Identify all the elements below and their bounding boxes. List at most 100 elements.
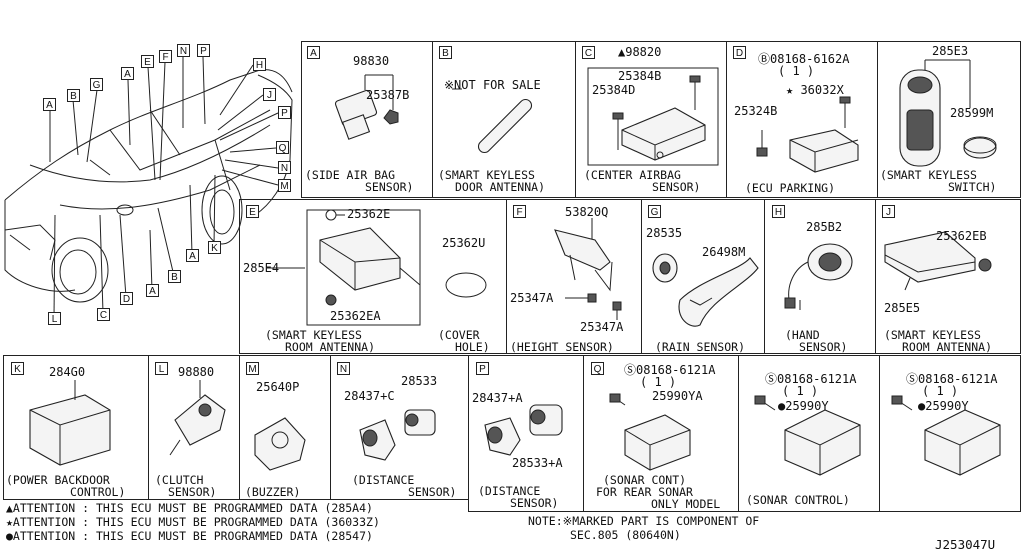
panel-b-caption-1: (SMART KEYLESS bbox=[438, 168, 535, 182]
car-callout-n[interactable]: N bbox=[177, 44, 190, 57]
panel-a-caption-1: (SIDE AIR BAG bbox=[305, 168, 396, 182]
part-285b2: 285B2 bbox=[806, 220, 843, 234]
part-25362u: 25362U bbox=[442, 236, 486, 250]
part-qty-s1: ( 1 ) bbox=[782, 384, 819, 398]
panel-g-caption: (RAIN SENSOR) bbox=[655, 340, 746, 354]
panel-p-caption-1: (DISTANCE bbox=[478, 484, 541, 498]
car-callout-k[interactable]: K bbox=[208, 241, 221, 254]
part-25384d: 25384D bbox=[592, 83, 636, 97]
panel-q-label[interactable]: Q bbox=[591, 362, 604, 375]
car-callout-b[interactable]: B bbox=[67, 89, 80, 102]
car-callout-a[interactable]: A bbox=[186, 249, 199, 262]
attention-line-3: ●ATTENTION : THIS ECU MUST BE PROGRAMMED… bbox=[6, 529, 373, 543]
car-callout-c[interactable]: C bbox=[97, 308, 110, 321]
key-caption-1: (SMART KEYLESS bbox=[880, 168, 977, 182]
part-25384b: 25384B bbox=[618, 69, 662, 83]
panel-d-caption-1: (ECU PARKING) bbox=[745, 181, 836, 195]
part-28437a: 28437+A bbox=[472, 391, 523, 405]
panel-e-label[interactable]: E bbox=[246, 205, 259, 218]
part-285e4: 285E4 bbox=[243, 261, 280, 275]
car-callout-f[interactable]: F bbox=[159, 50, 172, 63]
part-25347a-2: 25347A bbox=[580, 320, 624, 334]
car-callout-p[interactable]: P bbox=[278, 106, 291, 119]
panel-b-caption-2: DOOR ANTENNA) bbox=[455, 180, 546, 194]
note-line-2: SEC.805 (80640N) bbox=[570, 528, 681, 542]
part-08168-6121a-q: Ⓢ08168-6121A bbox=[624, 363, 716, 377]
key-caption-2: SWITCH) bbox=[948, 180, 997, 194]
panel-g-label[interactable]: G bbox=[648, 205, 661, 218]
panel-key-box bbox=[877, 41, 1021, 198]
car-callout-g[interactable]: G bbox=[90, 78, 103, 91]
attention-line-1: ▲ATTENTION : THIS ECU MUST BE PROGRAMMED… bbox=[6, 501, 373, 515]
car-callout-p[interactable]: P bbox=[197, 44, 210, 57]
car-callout-j[interactable]: J bbox=[263, 88, 276, 101]
part-285e3: 285E3 bbox=[932, 44, 969, 58]
panel-c-caption-1: (CENTER AIRBAG bbox=[584, 168, 681, 182]
panel-h-caption-1: (HAND bbox=[785, 328, 820, 342]
car-callout-b[interactable]: B bbox=[168, 270, 181, 283]
panel-f-caption: (HEIGHT SENSOR) bbox=[510, 340, 614, 354]
panel-m-label[interactable]: M bbox=[246, 362, 259, 375]
note-line-1: NOTE:※MARKED PART IS COMPONENT OF bbox=[528, 514, 760, 528]
part-98880: 98880 bbox=[178, 365, 215, 379]
panel-m-caption: (BUZZER) bbox=[245, 485, 301, 499]
part-26498m: 26498M bbox=[702, 245, 746, 259]
panel-h-label[interactable]: H bbox=[772, 205, 785, 218]
panel-q-caption-3: ONLY MODEL bbox=[651, 497, 721, 511]
part-28535: 28535 bbox=[646, 226, 683, 240]
car-callout-a[interactable]: A bbox=[121, 67, 134, 80]
panel-e-caption-2: ROOM ANTENNA) bbox=[285, 340, 376, 354]
part-25990ya: 25990YA bbox=[652, 389, 703, 403]
panel-p-label[interactable]: P bbox=[476, 362, 489, 375]
part-qty-d: ( 1 ) bbox=[778, 64, 815, 78]
panel-b-label[interactable]: B bbox=[439, 46, 452, 59]
part-25347a-1: 25347A bbox=[510, 291, 554, 305]
panel-k-caption-1: (POWER BACKDOOR bbox=[6, 473, 110, 487]
car-callout-n[interactable]: N bbox=[278, 161, 291, 174]
panel-s2-box bbox=[879, 355, 1021, 512]
panel-k-caption-2: CONTROL) bbox=[70, 485, 126, 499]
panel-c-caption-2: SENSOR) bbox=[652, 180, 701, 194]
car-callout-e[interactable]: E bbox=[141, 55, 154, 68]
panel-c-label[interactable]: C bbox=[582, 46, 595, 59]
part-28533: 28533 bbox=[401, 374, 438, 388]
panel-k-label[interactable]: K bbox=[11, 362, 24, 375]
car-callout-q[interactable]: Q bbox=[276, 141, 289, 154]
panel-e-caption-1: (SMART KEYLESS bbox=[265, 328, 362, 342]
panel-l-caption-1: (CLUTCH bbox=[155, 473, 204, 487]
panel-n-label[interactable]: N bbox=[337, 362, 350, 375]
car-callout-d[interactable]: D bbox=[120, 292, 133, 305]
panel-j-box bbox=[875, 199, 1021, 354]
not-for-sale-note: ※NOT FOR SALE bbox=[444, 78, 541, 92]
part-28437c: 28437+C bbox=[344, 389, 395, 403]
part-qty-q: ( 1 ) bbox=[640, 375, 677, 389]
panel-l-label[interactable]: L bbox=[155, 362, 168, 375]
car-callout-h[interactable]: H bbox=[253, 58, 266, 71]
panel-a-label[interactable]: A bbox=[307, 46, 320, 59]
diagram-id: J253047U bbox=[935, 537, 996, 552]
panel-l-caption-2: SENSOR) bbox=[168, 485, 217, 499]
part-25362eb: 25362EB bbox=[936, 229, 987, 243]
part-284g0: 284G0 bbox=[49, 365, 86, 379]
cover-hole-caption-2: HOLE) bbox=[455, 340, 490, 354]
panel-j-caption-1: (SMART KEYLESS bbox=[884, 328, 981, 342]
panel-q-caption-2: FOR REAR SONAR bbox=[596, 485, 693, 499]
car-illustration bbox=[4, 56, 293, 318]
car-callout-a[interactable]: A bbox=[146, 284, 159, 297]
panel-n-caption-2: SENSOR) bbox=[408, 485, 457, 499]
car-callout-m[interactable]: M bbox=[278, 179, 291, 192]
part-25990y-s1: ●25990Y bbox=[778, 399, 829, 413]
panel-j-caption-2: ROOM ANTENNA) bbox=[902, 340, 993, 354]
car-callout-a[interactable]: A bbox=[43, 98, 56, 111]
car-callout-l[interactable]: L bbox=[48, 312, 61, 325]
panel-d-label[interactable]: D bbox=[733, 46, 746, 59]
cover-hole-caption-1: (COVER bbox=[438, 328, 480, 342]
panel-f-label[interactable]: F bbox=[513, 205, 526, 218]
part-25640p: 25640P bbox=[256, 380, 300, 394]
part-28533a: 28533+A bbox=[512, 456, 563, 470]
part-25362e: 25362E bbox=[347, 207, 391, 221]
part-qty-s2: ( 1 ) bbox=[922, 384, 959, 398]
part-98830: 98830 bbox=[353, 54, 390, 68]
panel-j-label[interactable]: J bbox=[882, 205, 895, 218]
